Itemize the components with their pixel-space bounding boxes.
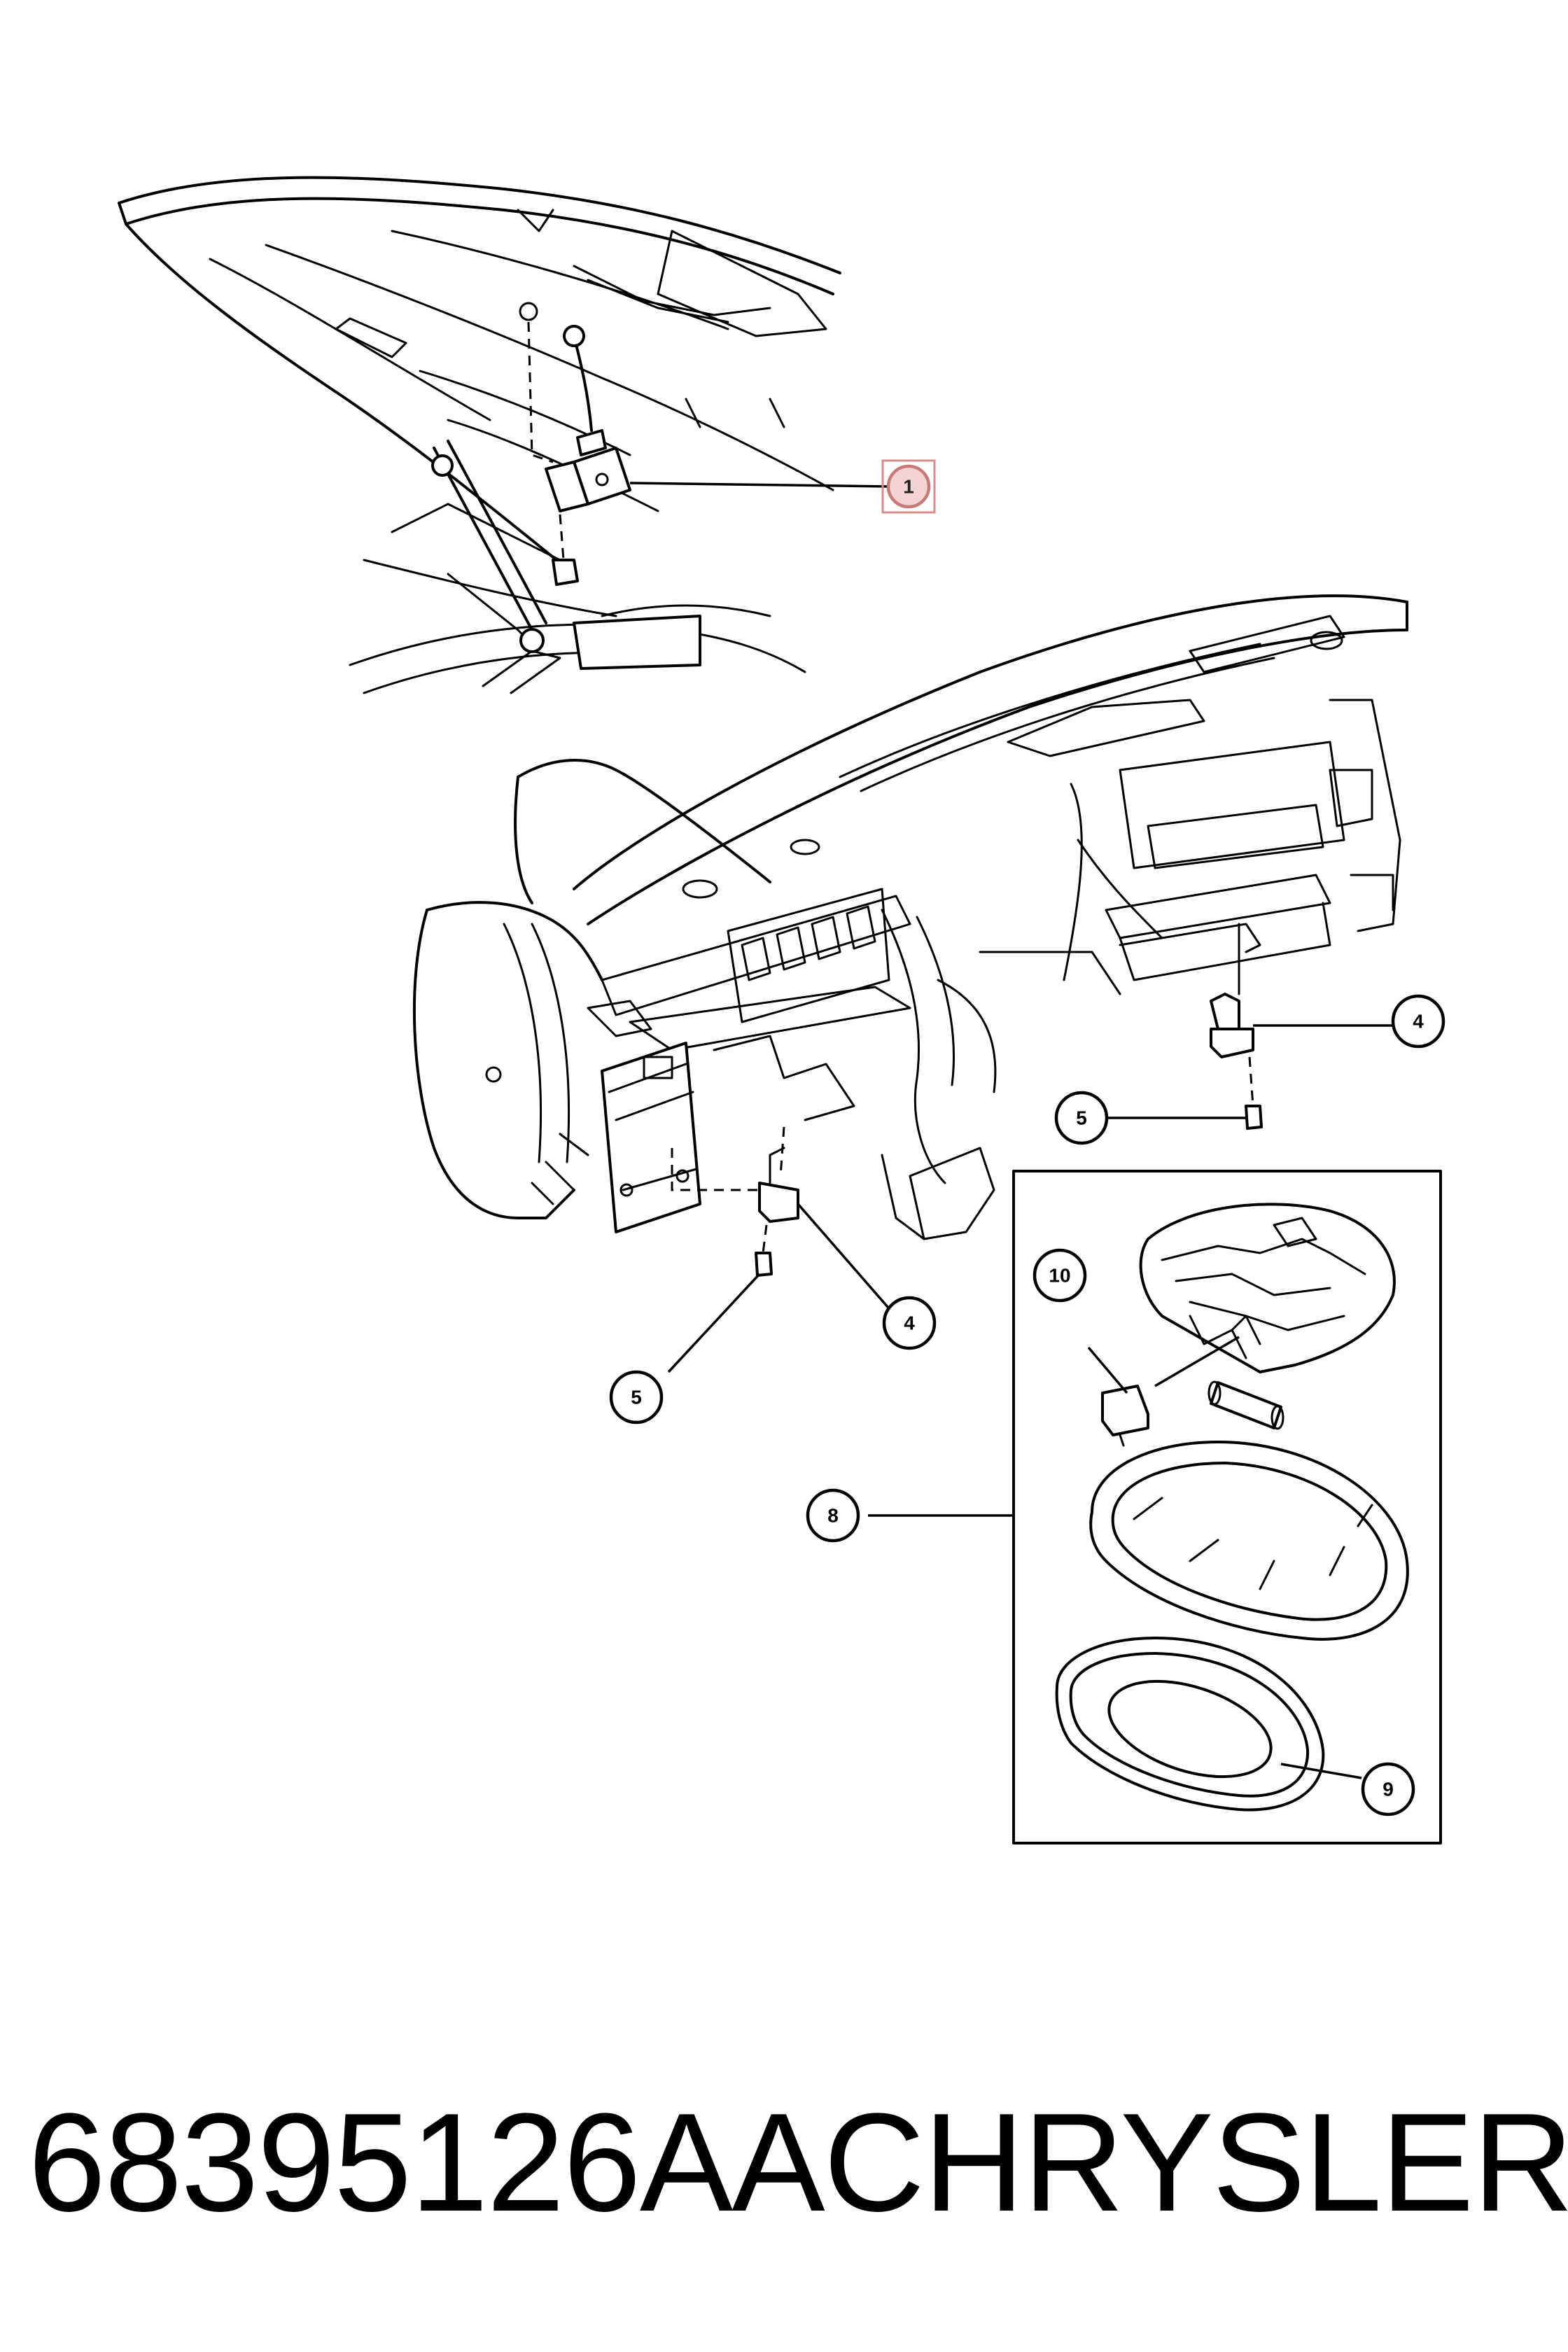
callout-5-left[interactable]: 5	[609, 1370, 664, 1424]
inset-box	[1012, 1170, 1442, 1844]
hood-illustration	[118, 176, 841, 694]
callout-10[interactable]: 10	[1032, 1248, 1087, 1303]
callout-9[interactable]: 9	[1361, 1762, 1415, 1816]
callout-4-right[interactable]: 4	[1391, 994, 1446, 1049]
callout-5-left-label: 5	[631, 1387, 642, 1408]
callout-8[interactable]: 8	[806, 1488, 860, 1543]
callout-10-label: 10	[1049, 1265, 1070, 1287]
callout-1-label: 1	[903, 476, 914, 498]
brand-name: CHRYSLER	[823, 2085, 1568, 2241]
instrument-panel-illustration	[412, 594, 1408, 1277]
callout-9-label: 9	[1382, 1779, 1394, 1800]
leader-lines	[629, 482, 1393, 1779]
callout-4-left[interactable]: 4	[882, 1296, 937, 1350]
callout-4-left-label: 4	[904, 1312, 915, 1334]
callout-8-label: 8	[827, 1505, 839, 1527]
callout-5-right[interactable]: 5	[1054, 1091, 1109, 1145]
callout-5-right-label: 5	[1076, 1107, 1087, 1129]
callout-1[interactable]: 1	[881, 459, 936, 514]
caption-bar: 68395126AA CHRYSLER	[28, 2072, 1568, 2254]
part-number: 68395126AA	[28, 2085, 825, 2241]
callout-4-right-label: 4	[1413, 1011, 1424, 1032]
